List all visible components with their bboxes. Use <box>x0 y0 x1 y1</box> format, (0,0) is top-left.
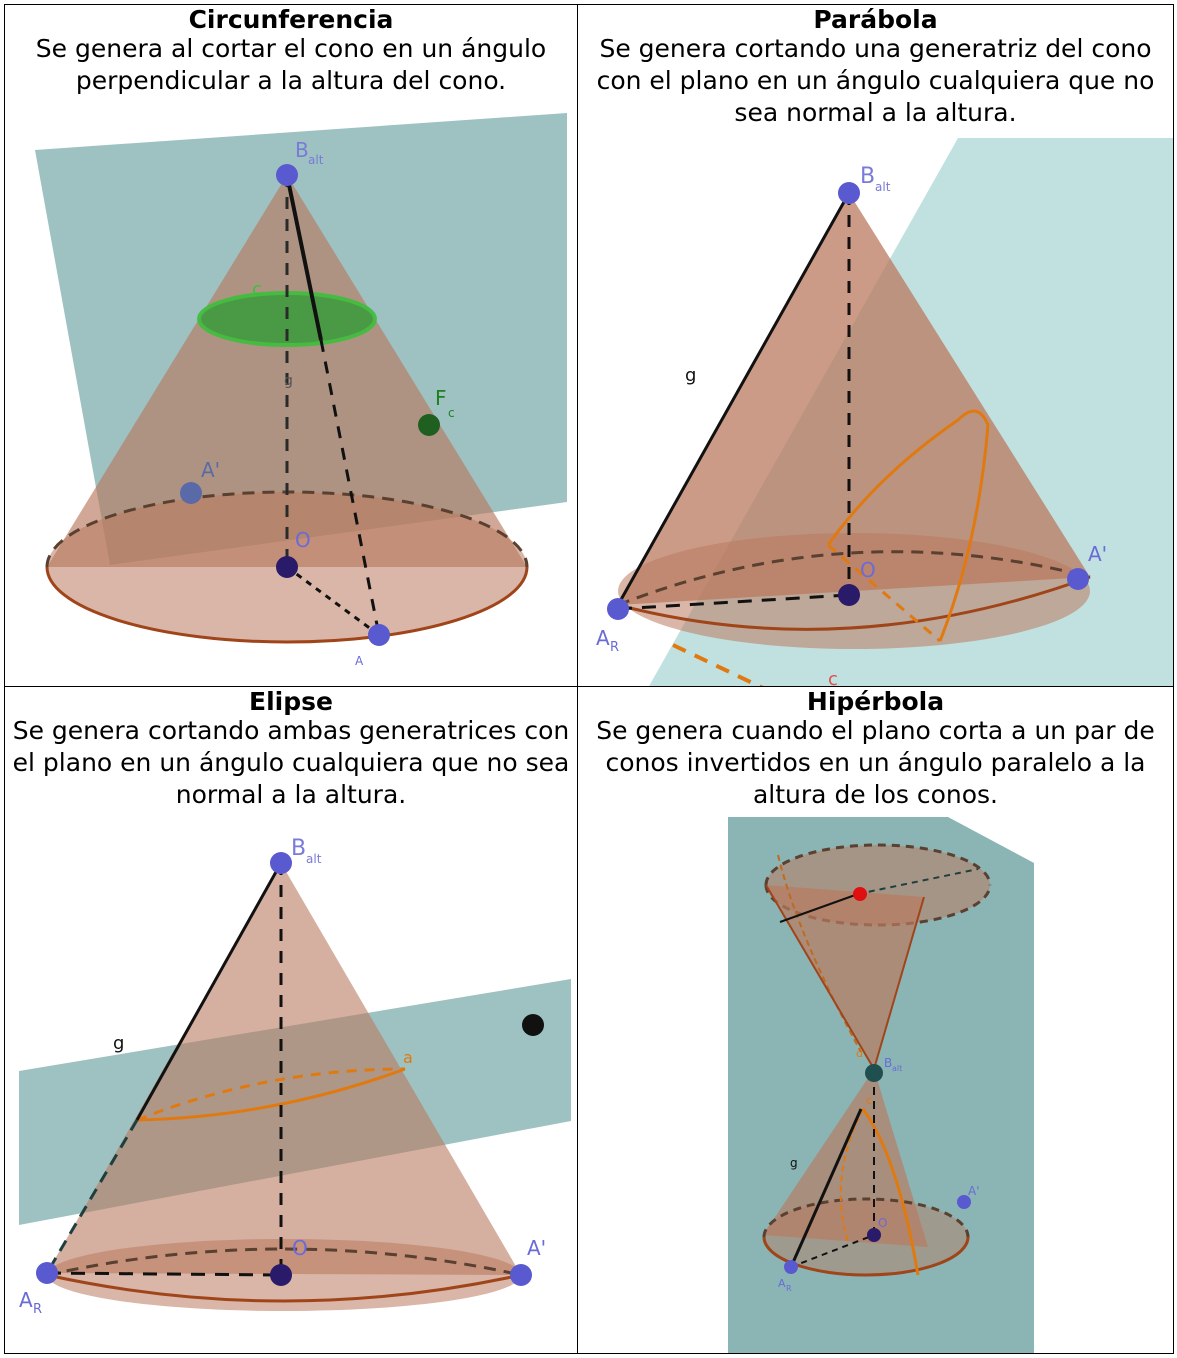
label-a-prime: A' <box>1088 542 1107 566</box>
center-point <box>276 556 298 578</box>
cell-title: Circunferencia <box>5 5 577 35</box>
label-c: c <box>866 1094 872 1107</box>
center-point <box>838 584 860 606</box>
apex-point <box>276 164 298 186</box>
label-center: O <box>860 558 876 582</box>
label-apex-sub: alt <box>308 153 324 167</box>
label-g: g <box>685 365 696 386</box>
cell-description: Se genera cortando una generatriz del co… <box>582 33 1169 129</box>
cell-title: Hipérbola <box>578 687 1173 717</box>
conic-sections-table: B alt c g F c A' O A Circunferencia Se g… <box>4 4 1174 1354</box>
ar-point <box>784 1260 798 1274</box>
focus-point <box>418 414 440 436</box>
a-prime-point <box>1067 568 1089 590</box>
apex-point <box>270 852 292 874</box>
label-d: d <box>856 1047 863 1060</box>
label-apex-sub: alt <box>306 852 322 866</box>
cell-title: Parábola <box>578 5 1173 35</box>
cell-title: Elipse <box>5 687 577 717</box>
cell-hiperbola: B alt g O A' A R d c Hipérbola Se genera… <box>577 686 1174 1354</box>
cell-description: Se genera cortando ambas generatrices co… <box>9 715 573 811</box>
upper-vertex-point <box>853 887 867 901</box>
a-prime-point <box>180 482 202 504</box>
focus-point <box>522 1014 544 1036</box>
a-prime-point <box>510 1264 532 1286</box>
cell-description: Se genera al cortar el cono en un ángulo… <box>9 33 573 97</box>
cell-description: Se genera cuando el plano corta a un par… <box>582 715 1169 811</box>
label-ar-sub: R <box>33 1302 42 1317</box>
label-a-prime: A' <box>968 1184 980 1198</box>
label-ar-sub: R <box>786 1284 792 1293</box>
label-focus-sub: c <box>448 406 455 420</box>
center-point <box>867 1228 881 1242</box>
label-a-prime: A' <box>527 1236 546 1260</box>
label-apex: B <box>860 164 875 189</box>
label-center: O <box>295 528 311 552</box>
a-point <box>368 624 390 646</box>
label-a: A <box>355 654 364 668</box>
label-apex: B <box>295 138 309 162</box>
circunferencia-figure: B alt c g F c A' O A <box>5 5 578 687</box>
apex-point <box>865 1064 883 1082</box>
label-apex-sub: alt <box>875 180 891 194</box>
label-c: c <box>828 669 838 687</box>
label-g: g <box>113 1033 124 1054</box>
cell-parabola: B alt g O A' A R c Parábola Se genera co… <box>577 4 1174 687</box>
label-ar-sub: R <box>610 640 619 655</box>
label-ar: A <box>19 1288 33 1312</box>
label-apex: B <box>291 836 306 861</box>
label-g: g <box>284 373 293 389</box>
cell-circunferencia: B alt c g F c A' O A Circunferencia Se g… <box>4 4 578 687</box>
label-apex: B <box>884 1056 892 1070</box>
ar-point <box>607 598 629 620</box>
label-ar: A <box>596 626 610 650</box>
label-curve: a <box>403 1048 413 1067</box>
label-focus: F <box>435 386 447 410</box>
apex-point <box>838 182 860 204</box>
label-g: g <box>790 1156 798 1170</box>
label-ar: A <box>778 1277 786 1290</box>
label-center: O <box>878 1216 887 1230</box>
cell-elipse: B alt g a O A' A R Elipse Se genera cort… <box>4 686 578 1354</box>
label-a-prime: A' <box>201 458 220 482</box>
center-point <box>270 1264 292 1286</box>
label-circle: c <box>252 279 262 300</box>
label-apex-sub: alt <box>892 1064 902 1073</box>
label-center: O <box>292 1236 308 1260</box>
ar-point <box>36 1262 58 1284</box>
